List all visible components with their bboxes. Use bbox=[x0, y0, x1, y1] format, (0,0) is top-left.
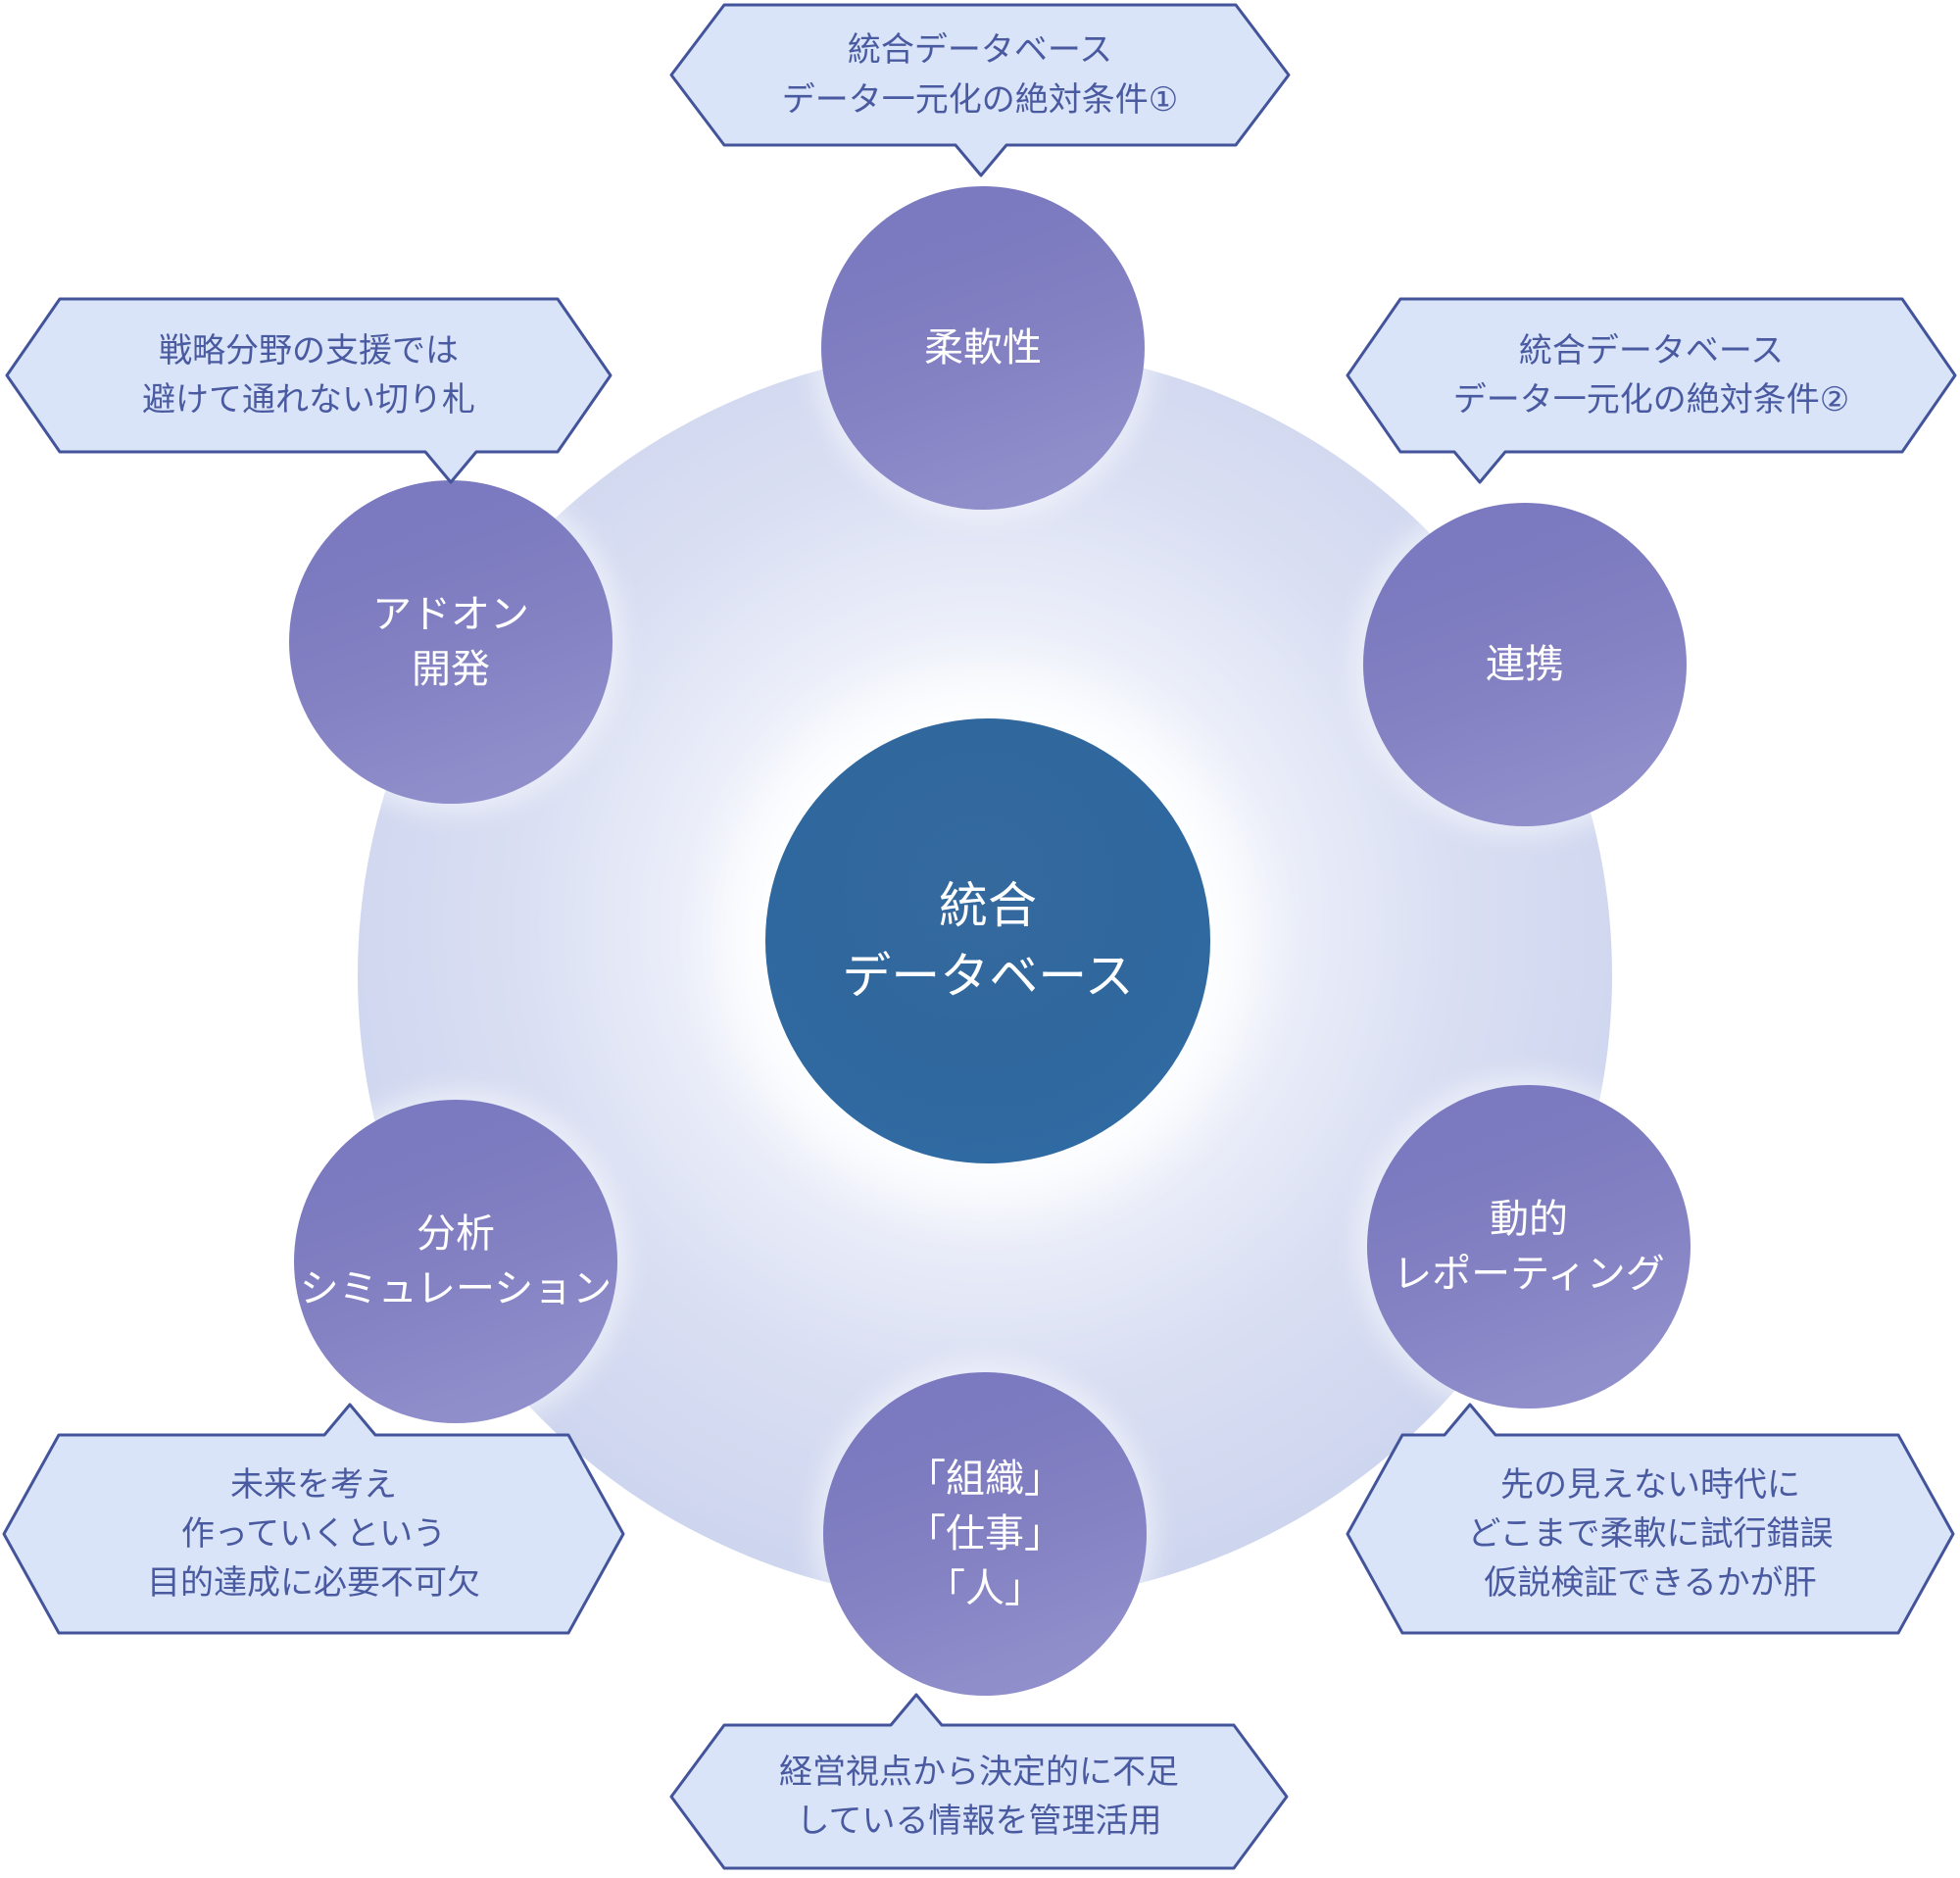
hexagon-callout-shape bbox=[669, 1693, 1289, 1870]
callout-line: データ一元化の絶対条件① bbox=[781, 80, 1179, 119]
center-node-integrated-database: 統合 データベース bbox=[765, 718, 1210, 1163]
callout-line: 経営視点から決定的に不足 bbox=[779, 1753, 1179, 1791]
node-circle-analysis-simulation: 分析 シミュレーション bbox=[294, 1100, 617, 1423]
hexagon-callout-shape bbox=[5, 297, 612, 484]
center-node-line: データベース bbox=[842, 949, 1134, 1004]
node-label: 連携 bbox=[1486, 637, 1564, 692]
node-circle-organization-work-people: 「組織」 「仕事」 「人」 bbox=[823, 1372, 1147, 1696]
callout-text: 統合データベース データ一元化の絶対条件② bbox=[1346, 297, 1957, 454]
callout-line: 作っていくという bbox=[180, 1514, 447, 1553]
hexagon-callout-shape bbox=[1346, 1403, 1955, 1635]
callout-line: 統合データベース bbox=[847, 31, 1113, 70]
callout-analysis-note: 未来を考え 作っていくという 目的達成に必要不可欠 bbox=[2, 1403, 625, 1635]
node-label: 動的 レポーティング bbox=[1393, 1192, 1665, 1302]
callout-flexibility-note: 統合データベース データ一元化の絶対条件① bbox=[669, 3, 1291, 177]
callout-line: 統合データベース bbox=[1518, 331, 1785, 370]
node-label-line: 連携 bbox=[1486, 643, 1564, 686]
node-circle-dynamic-reporting: 動的 レポーティング bbox=[1367, 1085, 1690, 1408]
callout-line: 先の見えない時代に bbox=[1500, 1465, 1800, 1504]
callout-text: 未来を考え 作っていくという 目的達成に必要不可欠 bbox=[2, 1433, 625, 1635]
callout-line: 戦略分野の支援では bbox=[159, 331, 459, 370]
node-circle-collaboration: 連携 bbox=[1363, 503, 1687, 826]
callout-collaboration-note: 統合データベース データ一元化の絶対条件② bbox=[1346, 297, 1957, 484]
node-label-line: 「組織」 bbox=[906, 1458, 1063, 1501]
node-circle-flexibility: 柔軟性 bbox=[821, 186, 1145, 510]
callout-addon-note: 戦略分野の支援では 避けて通れない切り札 bbox=[5, 297, 612, 484]
node-label-line: 「人」 bbox=[926, 1567, 1044, 1610]
node-label-line: アドオン bbox=[372, 593, 529, 636]
hexagon-callout-shape bbox=[669, 3, 1291, 177]
callout-text: 統合データベース データ一元化の絶対条件① bbox=[669, 3, 1291, 147]
node-label: アドオン 開発 bbox=[372, 587, 529, 697]
node-label: 「組織」 「仕事」 「人」 bbox=[906, 1452, 1063, 1616]
node-label-line: 動的 bbox=[1489, 1198, 1568, 1241]
node-label: 分析 シミュレーション bbox=[300, 1207, 612, 1316]
node-label-line: 「仕事」 bbox=[906, 1512, 1063, 1556]
node-label-line: シミュレーション bbox=[299, 1267, 612, 1310]
callout-line: どこまで柔軟に試行錯誤 bbox=[1467, 1514, 1834, 1553]
node-label-line: 分析 bbox=[416, 1212, 495, 1256]
node-label: 柔軟性 bbox=[924, 321, 1042, 375]
callout-line: 未来を考え bbox=[230, 1465, 397, 1504]
callout-text: 経営視点から決定的に不足 している情報を管理活用 bbox=[669, 1723, 1289, 1870]
node-label-line: 開発 bbox=[412, 648, 490, 691]
node-label-line: レポーティング bbox=[1393, 1253, 1665, 1296]
center-node-line: 統合 bbox=[939, 877, 1037, 933]
callout-line: 仮説検証できるかが肝 bbox=[1484, 1564, 1817, 1603]
callout-line: 目的達成に必要不可欠 bbox=[147, 1564, 480, 1603]
callout-line: 避けて通れない切り札 bbox=[142, 381, 475, 419]
callout-text: 戦略分野の支援では 避けて通れない切り札 bbox=[5, 297, 612, 454]
hexagon-callout-shape bbox=[2, 1403, 625, 1635]
node-label-line: 柔軟性 bbox=[924, 326, 1042, 370]
hexagon-callout-shape bbox=[1346, 297, 1957, 484]
callout-line: データ一元化の絶対条件② bbox=[1452, 381, 1850, 419]
callout-reporting-note: 先の見えない時代に どこまで柔軟に試行錯誤 仮説検証できるかが肝 bbox=[1346, 1403, 1955, 1635]
callout-text: 先の見えない時代に どこまで柔軟に試行錯誤 仮説検証できるかが肝 bbox=[1346, 1433, 1955, 1635]
node-circle-addon-development: アドオン 開発 bbox=[289, 480, 612, 804]
callout-line: している情報を管理活用 bbox=[796, 1803, 1162, 1840]
callout-organization-note: 経営視点から決定的に不足 している情報を管理活用 bbox=[669, 1693, 1289, 1870]
center-node-label: 統合 データベース bbox=[842, 870, 1134, 1013]
